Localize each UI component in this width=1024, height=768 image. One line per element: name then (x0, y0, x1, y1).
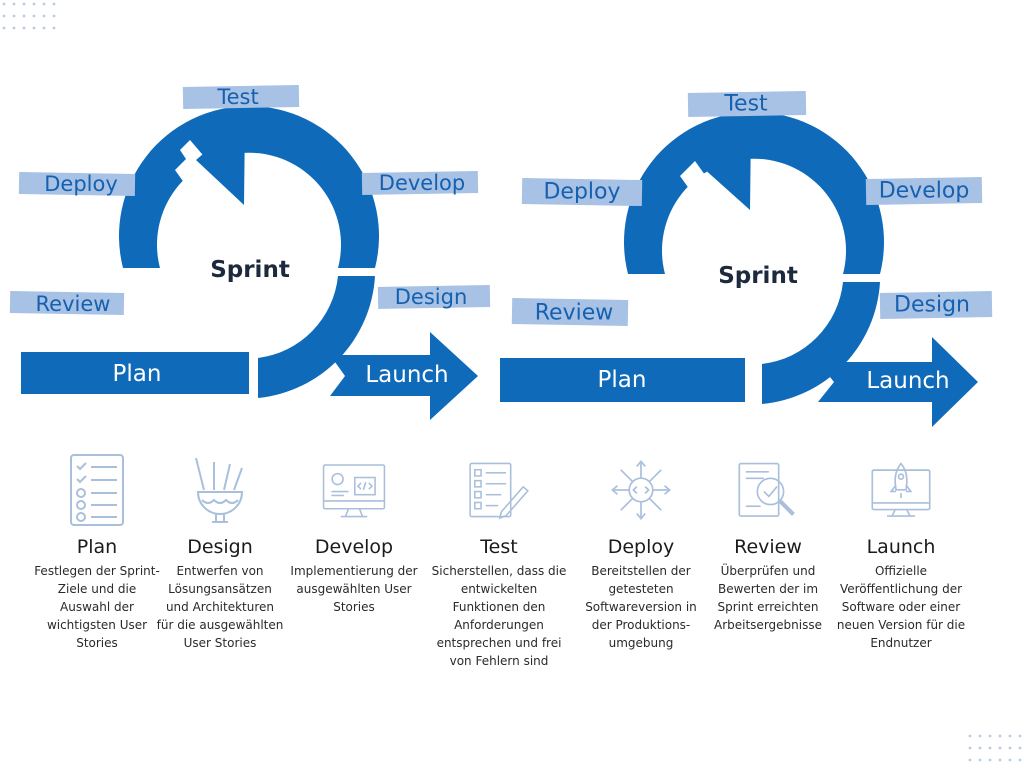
stage-title: Plan (76, 536, 118, 558)
stage-plan: Plan Festlegen der Sprint-Ziele und die … (32, 452, 162, 652)
stage-description: Offizielle Veröffentlichung der Software… (836, 564, 966, 650)
sprint-diagram-1: Test Deploy Develop Review Design Sprint… (9, 84, 491, 420)
review-label-1: Review (35, 292, 111, 316)
stage-develop: Develop Implementierung der ausgewählten… (290, 452, 418, 616)
develop-label-2: Develop (878, 178, 970, 204)
launch-arrow-1 (330, 332, 478, 420)
develop-label-1: Develop (378, 171, 466, 195)
sprint-center-label-1: Sprint (210, 257, 290, 283)
sprint-arrow-head-1 (196, 118, 245, 205)
stage-title: Deploy (607, 536, 675, 558)
sprint-ring-lower-1 (258, 276, 375, 398)
stage-review: Review Überprüfen und Bewerten der im Sp… (704, 452, 832, 634)
plan-bar-1 (21, 352, 249, 394)
sprint-ring-lower-2 (762, 282, 880, 404)
deploy-label-1: Deploy (44, 172, 118, 196)
test-label-1: Test (217, 85, 259, 109)
design-label-1: Design (394, 285, 468, 309)
sprint-ring-main-2 (624, 112, 884, 274)
deploy-network-icon (609, 452, 673, 528)
stage-description: Bereitstellen der getesteten Softwarever… (585, 564, 697, 650)
plan-label-1: Plan (112, 361, 162, 387)
stage-title: Launch (866, 536, 936, 558)
stage-title: Design (187, 536, 253, 558)
dot-grid-top-left (2, 2, 56, 30)
sprint-cycle-graphic-1 (21, 106, 478, 420)
stage-test: Test Sicherstellen, dass die entwickelte… (431, 452, 567, 670)
launch-rocket-icon (869, 452, 933, 528)
launch-arrow-2 (818, 337, 978, 427)
launch-label-1: Launch (365, 362, 449, 388)
stage-description: Entwerfen von Lösungsansätzen und Archit… (156, 564, 284, 650)
test-checklist-icon (467, 452, 531, 528)
stage-description: Sicherstellen, dass die entwickelten Fun… (431, 564, 567, 668)
review-label-2: Review (534, 300, 614, 326)
design-tools-icon (188, 452, 252, 528)
stage-description: Festlegen der Sprint-Ziele und die Auswa… (34, 564, 160, 650)
plan-bar-2 (500, 358, 745, 402)
stage-design: Design Entwerfen von Lösungsansätzen und… (156, 452, 284, 652)
stage-title: Review (734, 536, 802, 558)
stage-launch: Launch Offizielle Veröffentlichung der S… (836, 452, 966, 652)
sprint-arrow-head-2 (702, 125, 751, 210)
sprint-cycle-graphic-2 (500, 112, 978, 427)
deploy-label-2: Deploy (543, 179, 621, 205)
dot-grid-bottom-right (968, 734, 1022, 762)
stage-description: Implementierung der ausgewählten User St… (290, 564, 418, 614)
code-monitor-icon (322, 452, 386, 528)
plan-label-2: Plan (597, 367, 647, 393)
review-magnifier-icon (736, 452, 800, 528)
design-label-2: Design (894, 292, 970, 318)
stage-deploy: Deploy Bereitstellen der getesteten Soft… (574, 452, 708, 652)
sprint-center-label-2: Sprint (718, 263, 798, 289)
stage-title: Test (480, 536, 518, 558)
launch-label-2: Launch (866, 368, 950, 394)
stage-title: Develop (314, 536, 394, 558)
sprint-diagram-2: Test Deploy Develop Review Design Sprint… (500, 90, 993, 427)
checklist-icon (65, 452, 129, 528)
test-label-2: Test (724, 91, 768, 117)
stage-description: Überprüfen und Bewerten der im Sprint er… (714, 564, 822, 632)
